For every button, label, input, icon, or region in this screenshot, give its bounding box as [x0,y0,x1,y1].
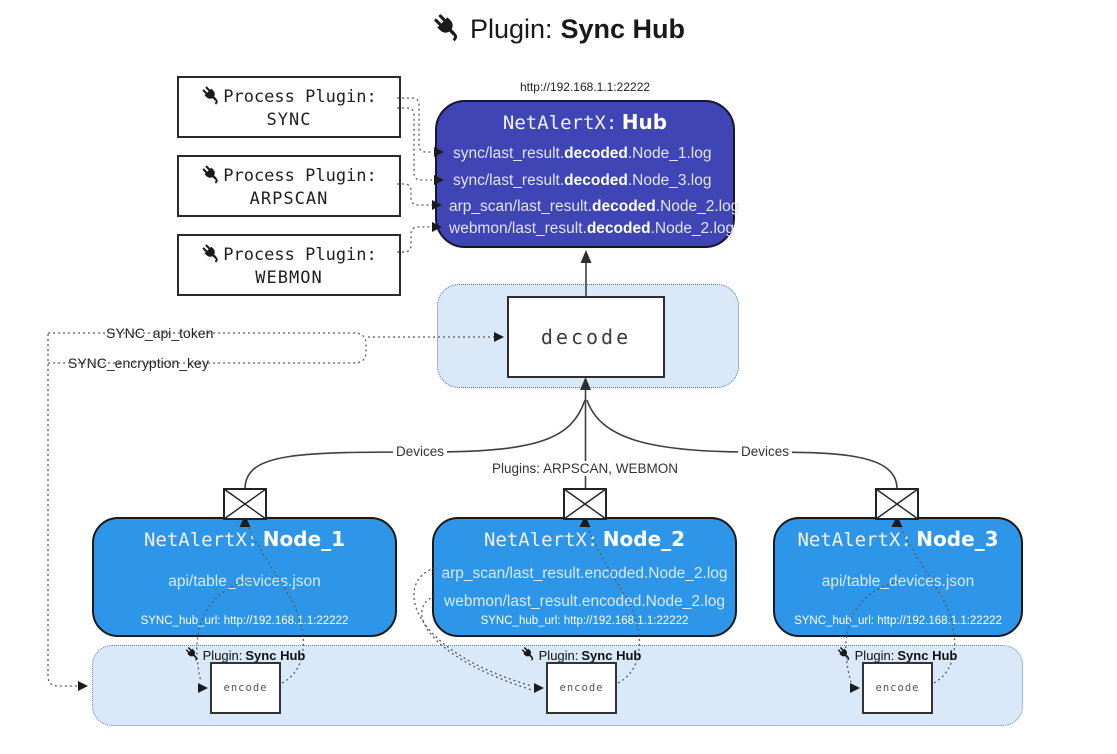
decode-box: decode [507,296,665,378]
hub-title: NetAlertX: Hub [437,110,733,134]
hub-title-prefix: NetAlertX: [502,112,618,134]
node-hub-url: SYNC_hub_url: http://192.168.1.1:22222 [140,615,349,627]
process-plugin-label: Process Plugin: [223,245,377,265]
hub-log-line: sync/last_result.decoded.Node_3.log [453,172,712,189]
envelope-icon [223,488,267,520]
plug-icon [201,85,221,110]
sync-api-token-label: SYNC_api_token [102,325,218,341]
encode-box: encode [546,662,617,714]
process-plugin-box-arpscan: Process Plugin: ARPSCAN [177,155,401,217]
plug-icon [837,646,852,664]
hub-box: NetAlertX: Hub sync/last_result.decoded.… [435,100,739,248]
node-hub-url: SYNC_hub_url: http://192.168.1.1:22222 [794,615,1002,627]
node-title: NetAlertX: Node_1 [143,527,346,551]
sync-encryption-key-label: SYNC_encryption_key [64,355,213,371]
edge-label-devices-right: Devices [737,444,793,459]
node-title: NetAlertX: Node_3 [797,527,999,551]
process-plugin-box-webmon: Process Plugin: WEBMON [177,234,401,296]
plug-icon [521,646,536,664]
process-plugin-name: ARPSCAN [249,188,329,209]
plug-icon [201,243,221,268]
encode-box: encode [210,662,281,714]
plug-icon [201,164,221,189]
hub-log-line: webmon/last_result.decoded.Node_2.log [449,220,735,237]
node-box-1: NetAlertX: Node_1 api/table_devices.json… [92,517,397,637]
page-title: Plugin: Sync Hub [0,12,1117,47]
process-plugin-label: Process Plugin: [223,87,377,107]
node-box-2: NetAlertX: Node_2 arp_scan/last_result.e… [432,517,737,637]
node-title: NetAlertX: Node_2 [483,527,686,551]
process-plugin-name: SYNC [266,109,312,130]
hub-url-label: http://192.168.1.1:22222 [519,80,651,94]
node-file: arp_scan/last_result.encoded.Node_2.log [441,565,728,582]
edge-label-plugins: Plugins: ARPSCAN, WEBMON [488,461,682,476]
encode-box: encode [862,662,933,714]
node-file: webmon/last_result.encoded.Node_2.log [444,593,725,610]
node-hub-url: SYNC_hub_url: http://192.168.1.1:22222 [480,615,689,627]
process-plugin-name: WEBMON [255,267,323,288]
envelope-icon [563,488,607,520]
process-plugin-label: Process Plugin: [223,166,377,186]
page-title-name: Sync Hub [560,14,686,44]
plug-icon [432,12,462,47]
process-plugin-box-sync: Process Plugin: SYNC [177,76,401,138]
envelope-icon [875,488,919,520]
edge-label-devices-left: Devices [392,444,448,459]
plug-icon [185,646,200,664]
hub-title-name: Hub [621,110,668,134]
node-file: api/table_devices.json [821,573,975,590]
node-box-3: NetAlertX: Node_3 api/table_devices.json… [773,517,1023,637]
node-file: api/table_devices.json [168,573,321,590]
hub-log-line: sync/last_result.decoded.Node_1.log [453,145,712,162]
hub-log-line: arp_scan/last_result.decoded.Node_2.log [449,198,740,215]
page-title-prefix: Plugin: [469,14,553,44]
